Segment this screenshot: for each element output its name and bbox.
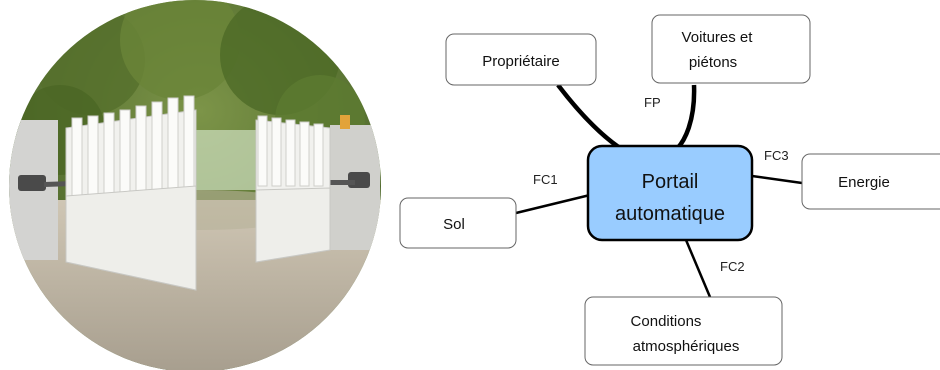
node-voitures-line1: Voitures et: [682, 29, 754, 46]
node-proprietaire-label: Propriétaire: [482, 53, 560, 70]
center-node: Portail automatique: [586, 144, 754, 242]
link-fc1: [515, 193, 591, 215]
node-energie: Energie: [801, 153, 940, 210]
node-conditions: Conditions atmosphériques: [584, 296, 783, 366]
center-node-line1: Portail: [642, 171, 699, 193]
center-node-box: [586, 144, 754, 242]
link-fc2: [684, 239, 712, 298]
node-sol: Sol: [399, 197, 517, 249]
node-energie-label: Energie: [838, 174, 890, 191]
node-proprietaire: Propriétaire: [445, 33, 597, 86]
label-fc1: FC1: [533, 172, 558, 187]
node-conditions-line2: atmosphériques: [633, 338, 740, 355]
node-sol-label: Sol: [443, 216, 465, 233]
node-voitures-line2: piétons: [689, 54, 737, 71]
center-node-line2: automatique: [615, 203, 725, 225]
node-conditions-line1: Conditions: [631, 313, 702, 330]
label-fc2: FC2: [720, 259, 745, 274]
label-fp: FP: [644, 95, 661, 110]
gate-photo: [9, 0, 381, 370]
node-voitures: Voitures et piétons: [651, 14, 811, 84]
link-fc3: [751, 174, 803, 185]
label-fc3: FC3: [764, 148, 789, 163]
